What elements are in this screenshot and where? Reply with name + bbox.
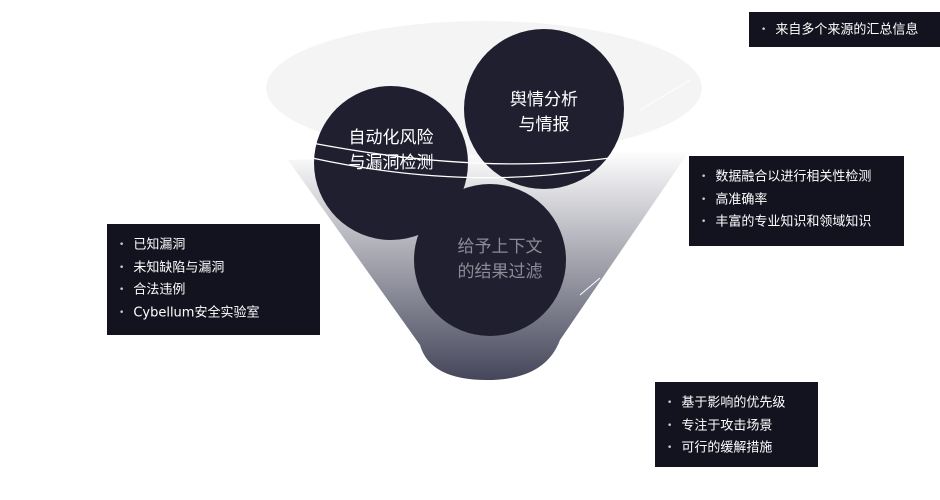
list-item: Cybellum安全实验室 (119, 302, 308, 325)
list-item: 数据融合以进行相关性检测 (701, 166, 892, 189)
circle-risk-detection (314, 86, 468, 240)
label-line: 与情报 (518, 115, 570, 135)
circle-right-label: 舆情分析 与情报 (469, 88, 619, 138)
box-top-right: 来自多个来源的汇总信息 (749, 12, 940, 47)
list-item: 高准确率 (701, 189, 892, 212)
label-line: 给予上下文 (457, 237, 543, 257)
box-right: 数据融合以进行相关性检测 高准确率 丰富的专业知识和领域知识 (689, 156, 904, 246)
list-item: 来自多个来源的汇总信息 (761, 19, 928, 42)
label-line: 舆情分析 (510, 90, 578, 110)
label-line: 的结果过滤 (457, 262, 543, 282)
list-item: 可行的缓解措施 (667, 437, 806, 460)
list-item: 基于影响的优先级 (667, 392, 806, 415)
list-item: 未知缺陷与漏洞 (119, 257, 308, 280)
box-bottom-right: 基于影响的优先级 专注于攻击场景 可行的缓解措施 (655, 382, 818, 467)
list-item: 专注于攻击场景 (667, 415, 806, 438)
box-left: 已知漏洞 未知缺陷与漏洞 合法违例 Cybellum安全实验室 (107, 224, 320, 335)
circle-left-label: 自动化风险 与漏洞检测 (316, 126, 466, 176)
circle-bottom-label: 给予上下文 的结果过滤 (425, 235, 575, 285)
label-line: 自动化风险 (348, 128, 434, 148)
circle-context-filter (414, 184, 566, 336)
label-line: 与漏洞检测 (348, 153, 434, 173)
list-item: 丰富的专业知识和领域知识 (701, 211, 892, 234)
list-item: 已知漏洞 (119, 234, 308, 257)
list-item: 合法违例 (119, 279, 308, 302)
circle-intelligence (464, 29, 624, 189)
